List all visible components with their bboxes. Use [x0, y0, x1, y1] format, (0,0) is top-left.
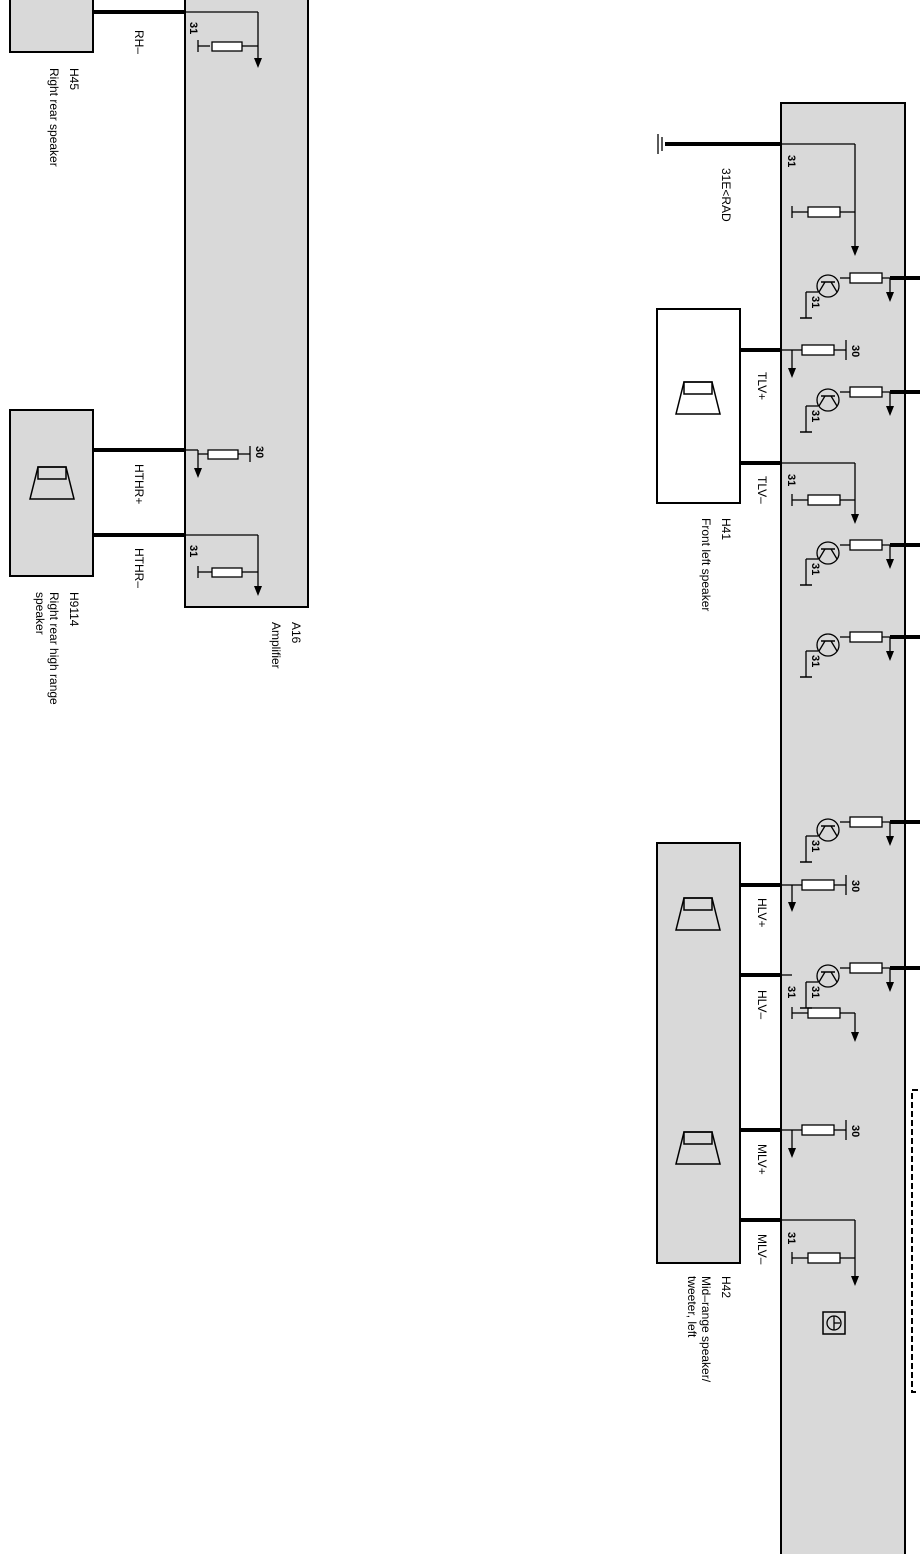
pin-31-hlv: 31	[785, 986, 797, 998]
wire-hthr-plus: HTHR+	[132, 464, 146, 504]
wire-tlv-minus: TLV–	[755, 476, 769, 504]
hlv-minus-internal	[781, 974, 859, 1042]
speaker-h41-name: Front left speaker	[699, 518, 713, 611]
pin-30-hthr: 30	[253, 446, 265, 458]
wire-hthr-minus: HTHR–	[132, 548, 146, 588]
amplifier-code: A16	[289, 622, 303, 644]
speaker-h9114-name-2: speaker	[33, 592, 47, 635]
speaker-h41-code: H41	[719, 518, 733, 540]
component-symbol-icon	[822, 1311, 846, 1335]
speaker-h9114-code: H9114	[67, 592, 81, 627]
transistor-pin-31: 31	[809, 840, 821, 852]
ground-internal	[781, 143, 859, 256]
wire-mlv-minus: MLV–	[755, 1234, 769, 1265]
pin-31-mlv: 31	[785, 1232, 797, 1244]
transistor-pin-31: 31	[809, 986, 821, 998]
speaker-h45-code: H45	[67, 68, 81, 90]
mlv-minus-internal	[781, 1219, 859, 1286]
transistor-pin-31: 31	[809, 296, 821, 308]
transistor-stage: 31	[800, 816, 920, 863]
pin-31-tlv: 31	[785, 474, 797, 486]
amp-pin31-hthr	[185, 534, 262, 596]
speaker-h9114-box	[9, 409, 94, 577]
speaker-h45-box	[9, 0, 94, 53]
speaker-h42-code: H42	[719, 1276, 733, 1298]
ground-label: 31E<RAD	[719, 168, 733, 222]
transistor-stages: 31 31 31 31 31 31	[800, 272, 920, 1009]
mlv-plus-internal	[781, 1120, 847, 1158]
amplifier-name: Amplifier	[269, 622, 283, 669]
transistor-pin-31: 31	[809, 655, 821, 667]
dashed-boundary	[911, 1089, 918, 1393]
wire-tlv-plus: TLV+	[755, 372, 769, 400]
amp-pin31-top	[185, 11, 262, 68]
speaker-h45-name: Right rear speaker	[47, 68, 61, 167]
transistor-stage: 31	[800, 386, 920, 433]
pin-31-hthr: 31	[187, 545, 199, 557]
speaker-h42-name-2: tweeter, left	[685, 1276, 699, 1338]
pin-31-h45: 31	[187, 22, 199, 34]
wire-mlv-plus: MLV+	[755, 1144, 769, 1175]
transistor-pin-31: 31	[809, 563, 821, 575]
ground-symbol	[657, 134, 781, 154]
speaker-h9114-name-1: Right rear high range	[47, 592, 61, 705]
tlv-plus-internal	[781, 340, 847, 378]
transistor-stage: 31	[800, 272, 920, 319]
speaker-h42-name-1: Mid–range speaker/	[699, 1276, 713, 1383]
hlv-plus-internal	[781, 875, 847, 912]
wire-hlv-plus: HLV+	[755, 898, 769, 927]
pin-30-mlv: 30	[849, 1125, 861, 1137]
control-unit-box	[780, 102, 906, 1554]
pin-31-ground: 31	[785, 155, 797, 167]
transistor-stage: 31	[800, 539, 920, 586]
speaker-h42-box	[656, 842, 741, 1264]
pin-30-tlv: 30	[849, 345, 861, 357]
transistor-stage: 31	[800, 962, 920, 1009]
tlv-minus-internal	[781, 462, 859, 524]
amp-pin30-hthr	[185, 446, 251, 478]
speaker-h41-box	[656, 308, 741, 504]
wire-hlv-minus: HLV–	[755, 990, 769, 1019]
amplifier-box	[184, 0, 309, 608]
pin-30-hlv: 30	[849, 880, 861, 892]
transistor-stage: 31	[800, 631, 920, 678]
wire-rh-minus: RH–	[132, 30, 146, 54]
transistor-pin-31: 31	[809, 410, 821, 422]
